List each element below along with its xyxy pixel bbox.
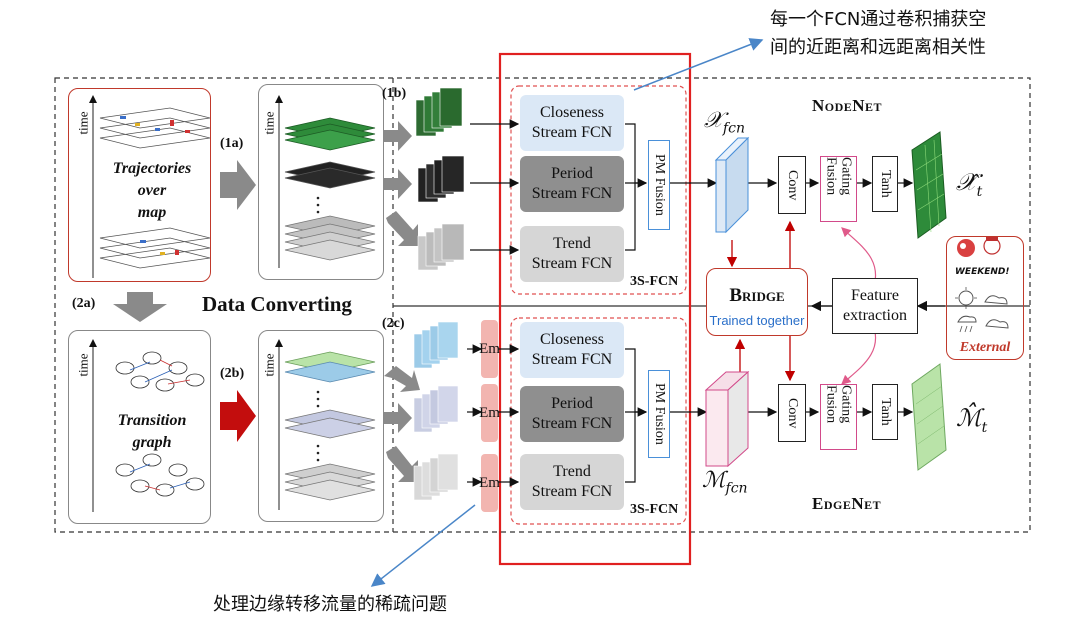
x-hat-sub: t: [976, 183, 983, 200]
stack-trend-bottom: [413, 453, 459, 501]
annotation-top-line-2: 间的近距离和远距离相关性: [770, 37, 986, 58]
em-trend: Em: [479, 454, 500, 512]
trajectories-line-1: Trajectories: [112, 160, 192, 177]
trajectories-panel: [68, 88, 211, 282]
step-2b: (2b): [220, 366, 245, 381]
feature-extraction-box: Feature extraction: [832, 278, 918, 334]
x-hat-label: 𝒳̂t: [956, 168, 982, 200]
fcn-group-top: [510, 85, 687, 295]
time-label-4: time: [261, 353, 277, 377]
step-2c: (2c): [382, 316, 405, 331]
transition-line-2: graph: [132, 434, 172, 451]
transition-graphs: [115, 351, 205, 497]
edgenet-title: EdgeNet: [812, 494, 882, 513]
m-hat-symbol: ℳ̂: [956, 404, 982, 432]
fcn-group-bottom: [510, 317, 687, 525]
em-period: Em: [479, 384, 500, 442]
external-label: External: [959, 340, 1011, 355]
transition-title: Transition graph: [96, 410, 208, 454]
label-3s-fcn-bottom: 3S-FCN: [630, 502, 679, 517]
data-converting-label: Data Converting: [202, 292, 352, 316]
x-hat-symbol: 𝒳̂: [956, 168, 977, 196]
transition-line-1: Transition: [117, 412, 187, 429]
stack-trend-top: [417, 223, 465, 271]
m-fcn-sub: fcn: [725, 480, 748, 497]
annotation-top-line-1: 每一个FCN通过卷积捕获空: [770, 9, 987, 30]
stack-closeness-top: [415, 87, 463, 137]
m-hat-sub: t: [981, 419, 988, 436]
output-map-nodes: [911, 131, 947, 239]
dark-layers: [284, 161, 376, 189]
em-closeness: Em: [479, 320, 500, 378]
annotation-bottom: 处理边缘转移流量的稀疏问题: [213, 594, 447, 615]
time-label-2: time: [75, 353, 91, 377]
feature-extraction-line-2: extraction: [843, 307, 907, 324]
tanh-bottom: Tanh: [872, 384, 898, 440]
bridge-label: Bridge: [729, 285, 785, 306]
stack-closeness-bottom: [413, 321, 459, 369]
stack-period-bottom: [413, 385, 459, 433]
feature-extraction-line-1: Feature: [851, 287, 899, 304]
nodenet-title: NodeNet: [812, 96, 883, 115]
time-label-3: time: [261, 111, 277, 135]
outer-frame: [54, 77, 1031, 533]
step-1b: (1b): [382, 86, 407, 101]
m-fcn-symbol: ℳ: [702, 468, 726, 493]
gating-fusion-top: Gating Fusion: [820, 156, 857, 222]
bridge-box: [706, 268, 808, 336]
arrow-1a: [220, 160, 256, 210]
gray-layers: [284, 215, 376, 261]
tensor-m-fcn: [704, 370, 750, 468]
output-map-edges: [911, 363, 947, 471]
pm-fusion-top: PM Fusion: [648, 140, 670, 230]
time-label-1: time: [75, 111, 91, 135]
x-fcn-label: 𝒳fcn: [704, 108, 745, 136]
layers-panel-bottom: [258, 330, 384, 522]
weekend-label: WEEKEND!: [955, 267, 1010, 277]
tanh-top: Tanh: [872, 156, 898, 212]
highlight-box: [498, 52, 692, 566]
label-3s-fcn-top: 3S-FCN: [630, 274, 679, 289]
conv-top: Conv: [778, 156, 806, 214]
arrow-2a: [113, 292, 167, 322]
annotation-top: 每一个FCN通过卷积捕获空 间的近距离和远距离相关性: [770, 6, 986, 62]
conv-bottom: Conv: [778, 384, 806, 442]
gating-fusion-bottom: Gating Fusion: [820, 384, 857, 450]
m-fcn-label: ℳfcn: [702, 468, 748, 496]
step-2a: (2a): [72, 296, 96, 311]
transition-panel: [68, 330, 211, 524]
trained-together-label: Trained together: [709, 313, 805, 328]
layers-panel-top: [258, 84, 384, 280]
m-hat-label: ℳ̂t: [956, 404, 987, 436]
tensor-x-fcn: [714, 136, 750, 234]
stack-period-top: [417, 155, 465, 203]
arrow-2b: [220, 390, 256, 442]
pm-fusion-bottom: PM Fusion: [648, 370, 670, 458]
green-layers: [284, 117, 376, 151]
trajectories-title: Trajectories over map: [96, 158, 208, 224]
trajectories-line-2: over: [137, 182, 167, 199]
external-box: [946, 236, 1024, 360]
trajectories-line-3: map: [137, 204, 167, 221]
external-icons: [955, 236, 1009, 333]
x-fcn-sub: fcn: [722, 120, 745, 137]
x-fcn-symbol: 𝒳: [704, 108, 723, 133]
step-1a: (1a): [220, 136, 244, 151]
